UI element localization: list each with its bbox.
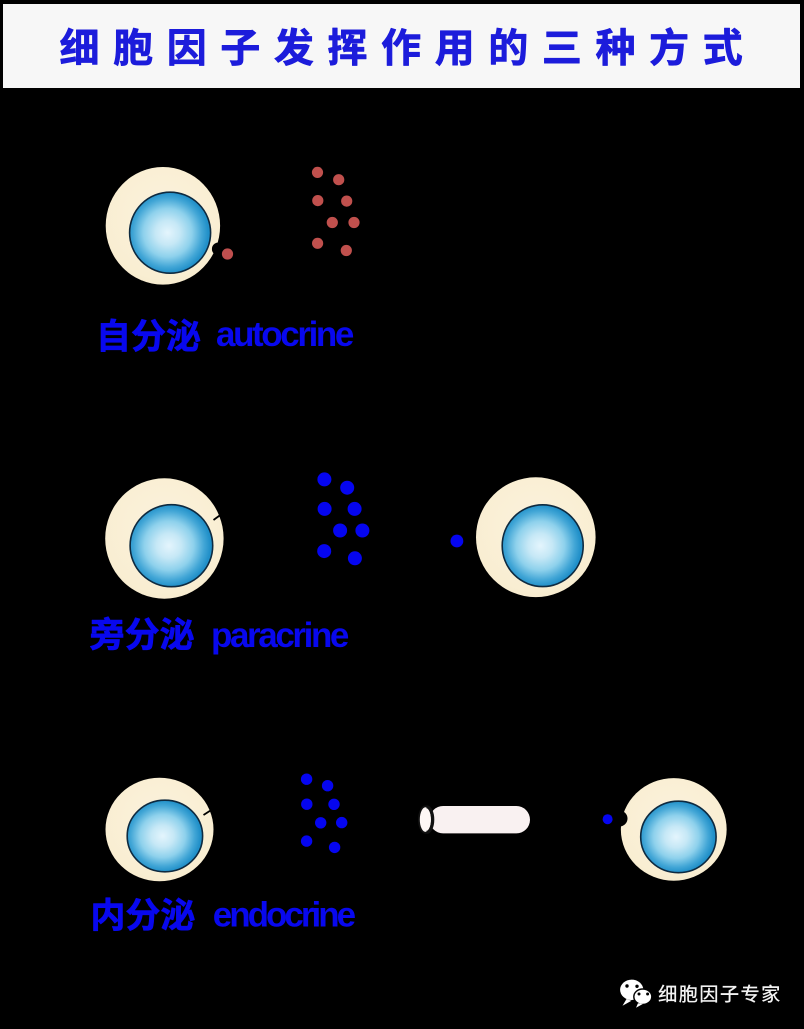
svg-text:autocrine: autocrine xyxy=(216,315,354,354)
svg-text:paracrine: paracrine xyxy=(211,616,349,655)
svg-text:endocrine: endocrine xyxy=(213,895,356,934)
